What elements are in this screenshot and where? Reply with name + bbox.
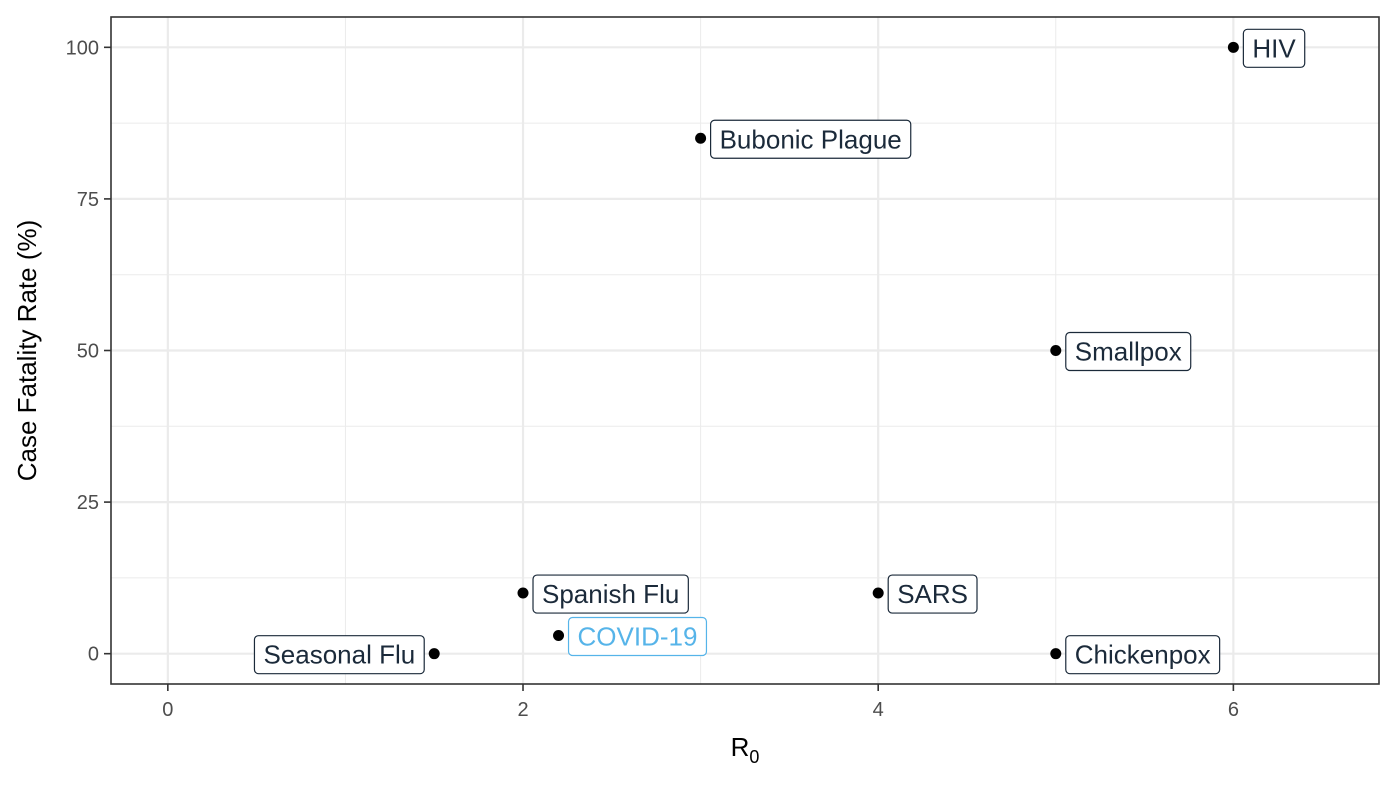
point-label-box — [887, 574, 978, 614]
y-tick-label: 0 — [88, 644, 99, 666]
point-label: SARS — [887, 574, 978, 614]
point-label-text: HIV — [1252, 33, 1296, 63]
axis-ticks: 0 2 4 6 0 25 50 75 100 — [66, 37, 1239, 721]
data-point — [553, 629, 565, 641]
y-tick-label: 100 — [66, 37, 99, 59]
x-axis-title: R0 — [731, 732, 760, 767]
data-point — [695, 132, 707, 144]
x-tick-label: 2 — [517, 699, 528, 721]
x-tick-label: 0 — [162, 699, 173, 721]
y-tick-label: 25 — [77, 492, 99, 514]
y-tick-label: 75 — [77, 189, 99, 211]
point-label: HIV — [1242, 28, 1306, 68]
point-label-box — [253, 635, 425, 675]
data-points — [428, 41, 1239, 660]
data-point — [872, 587, 884, 599]
point-label-box — [1065, 331, 1192, 372]
data-point — [1050, 345, 1062, 356]
x-tick-label: 6 — [1228, 699, 1239, 721]
point-label-text: COVID-19 — [578, 621, 698, 651]
point-label: COVID-19 — [567, 616, 708, 657]
data-point — [428, 648, 440, 660]
point-label-text: Spanish Flu — [542, 579, 679, 609]
x-axis-title-subscript: 0 — [749, 747, 759, 767]
point-label-text: Seasonal Flu — [263, 640, 415, 670]
data-point — [1050, 648, 1062, 660]
point-label: Spanish Flu — [532, 574, 689, 614]
point-label: Bubonic Plague — [710, 119, 912, 159]
point-label-box — [710, 119, 912, 159]
data-point — [517, 587, 529, 599]
point-label-text: Smallpox — [1075, 337, 1182, 367]
x-axis-title-main: R — [731, 732, 750, 762]
x-tick-label: 4 — [873, 699, 884, 721]
y-tick-label: 50 — [77, 341, 99, 363]
point-label-box — [1065, 635, 1221, 675]
data-point — [1227, 41, 1239, 53]
point-label: Chickenpox — [1065, 635, 1221, 675]
point-label-text: Chickenpox — [1075, 640, 1211, 670]
y-axis-title: Case Fatality Rate (%) — [12, 220, 42, 482]
point-label-box — [567, 616, 708, 657]
point-label-box — [1242, 28, 1306, 68]
point-label: Smallpox — [1065, 331, 1192, 372]
point-label-text: SARS — [897, 579, 968, 609]
point-label: Seasonal Flu — [253, 635, 425, 675]
point-label-text: Bubonic Plague — [720, 124, 902, 154]
point-label-box — [532, 574, 689, 614]
